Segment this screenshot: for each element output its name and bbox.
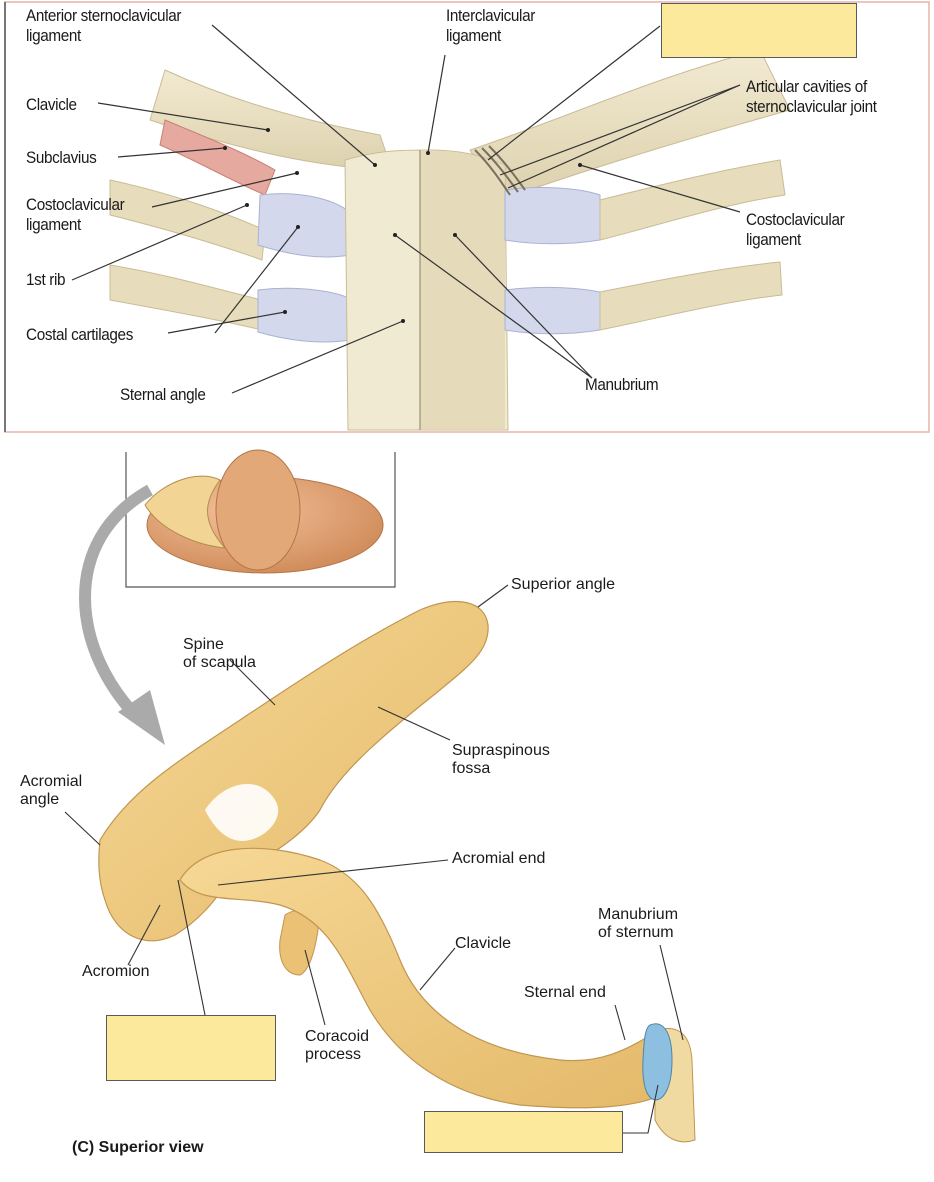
left-first-rib-shape xyxy=(109,179,266,261)
top-leader-dots xyxy=(223,128,582,323)
subclavius-muscle-shape xyxy=(159,119,276,196)
top-panel xyxy=(4,1,930,433)
top-leader-lines xyxy=(71,24,741,394)
label-anterior-sternoclavicular-ligament: Anterior sternoclavicular ligament xyxy=(26,6,182,45)
label-acromial-end: Acromial end xyxy=(452,850,546,867)
label-articular-cavities: Articular cavities of sternoclavicular j… xyxy=(746,77,877,116)
label-clavicle-bottom: Clavicle xyxy=(455,935,512,952)
right-costal-cartilage-1 xyxy=(504,187,601,245)
label-first-rib: 1st rib xyxy=(26,270,66,289)
bottom-panel xyxy=(64,449,696,1143)
caption-superior-view: (C) Superior view xyxy=(72,1139,204,1156)
left-costal-cartilage-2 xyxy=(257,287,353,343)
label-acromion: Acromion xyxy=(82,963,150,980)
label-sternal-angle: Sternal angle xyxy=(120,385,206,404)
label-clavicle-top: Clavicle xyxy=(26,95,77,114)
answer-box-top[interactable] xyxy=(661,3,857,58)
inset-arrow xyxy=(79,484,153,725)
label-interclavicular-ligament: Interclavicular ligament xyxy=(446,6,535,45)
label-acromial-angle: Acromial angle xyxy=(20,773,83,809)
label-costoclavicular-ligament-right: Costoclavicular ligament xyxy=(746,210,845,249)
label-sternal-end: Sternal end xyxy=(524,984,606,1001)
label-coracoid-process: Coracoid process xyxy=(305,1028,370,1064)
right-clavicle-shape xyxy=(469,49,791,201)
right-costal-cartilage-2 xyxy=(504,286,601,335)
label-supraspinous-fossa: Supraspinous fossa xyxy=(452,742,550,778)
inset-head-shape xyxy=(215,449,301,571)
answer-box-bottom-left[interactable] xyxy=(106,1015,276,1081)
label-manubrium: Manubrium xyxy=(585,375,659,394)
label-costal-cartilages: Costal cartilages xyxy=(26,325,133,344)
inset-scapula-highlight xyxy=(144,475,227,549)
label-spine-of-scapula: Spine of scapula xyxy=(183,636,256,672)
right-second-rib-shape xyxy=(599,261,783,331)
articular-cavity-marks xyxy=(474,145,526,196)
inset-frame xyxy=(125,452,396,588)
label-manubrium-of-sternum: Manubrium of sternum xyxy=(598,906,679,942)
scapula-shape xyxy=(98,601,489,942)
label-superior-angle: Superior angle xyxy=(511,576,616,593)
label-costoclavicular-ligament-left: Costoclavicular ligament xyxy=(26,195,125,234)
answer-box-bottom-right[interactable] xyxy=(424,1111,623,1153)
label-subclavius: Subclavius xyxy=(26,148,97,167)
bottom-leader-lines xyxy=(64,584,684,1134)
right-first-rib-shape xyxy=(599,159,786,241)
